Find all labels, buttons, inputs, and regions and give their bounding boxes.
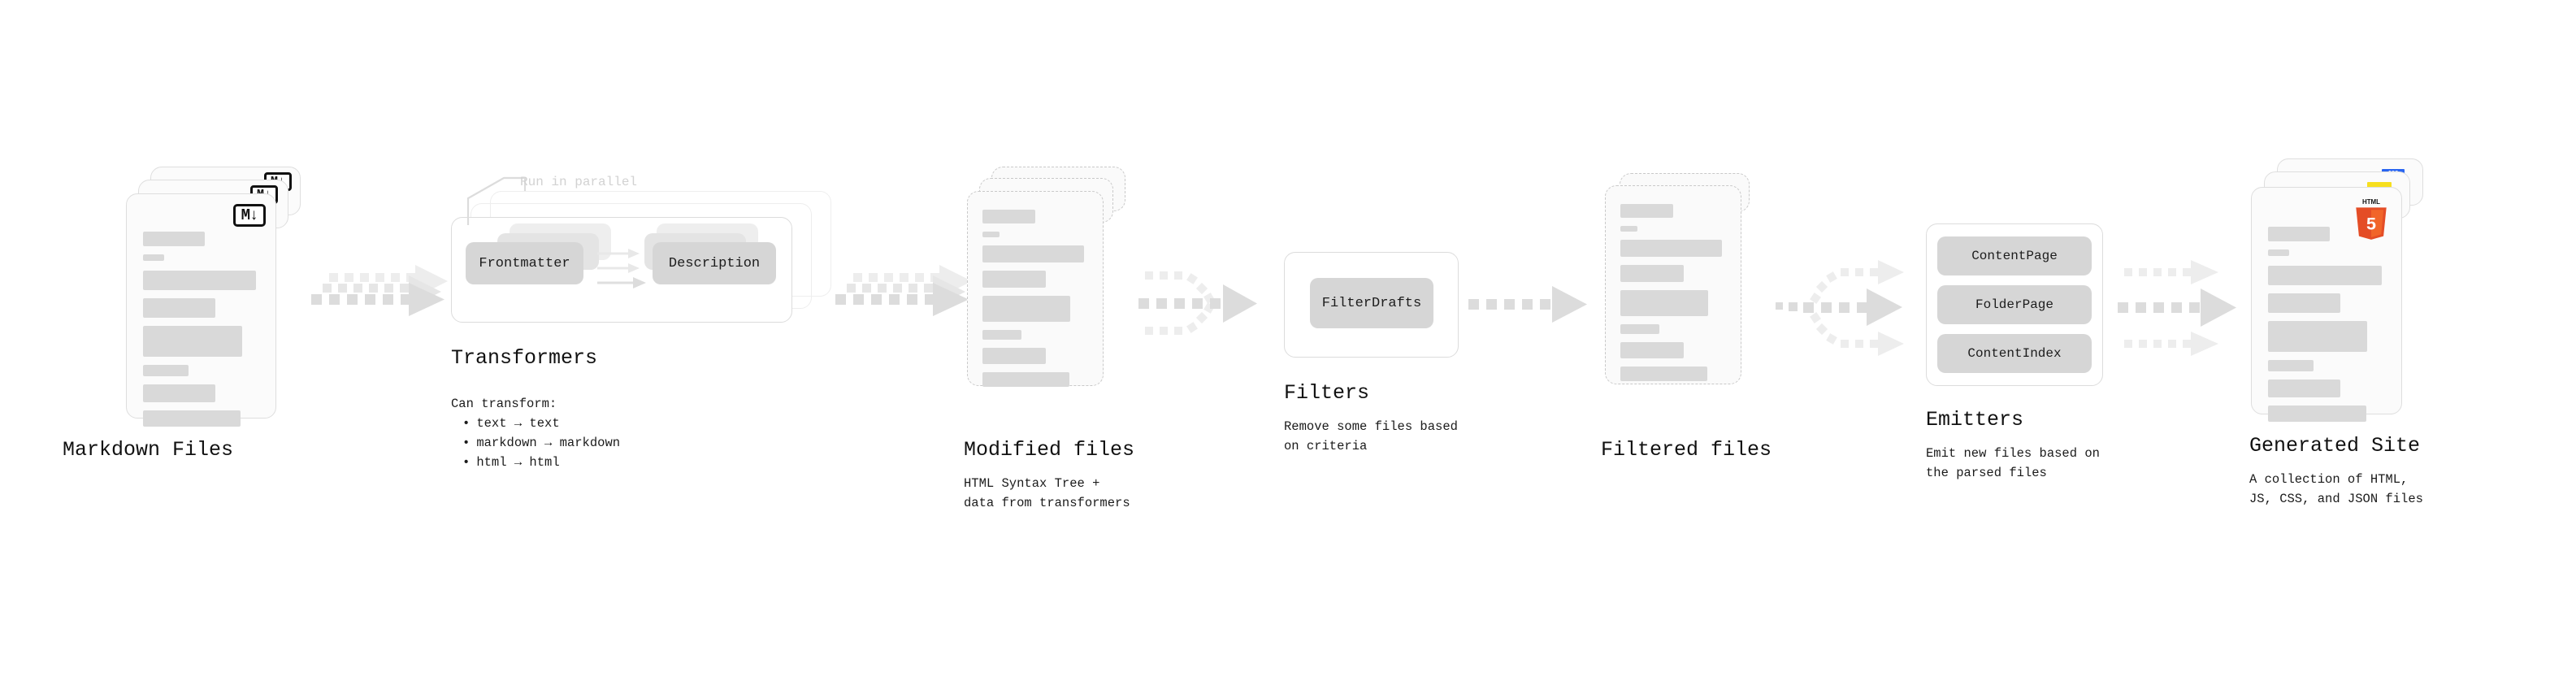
markdown-file-stack: M↓ M↓ M↓ bbox=[126, 167, 301, 427]
filter-chip-filterdrafts[interactable]: FilterDrafts bbox=[1310, 278, 1433, 328]
skeleton-bar bbox=[143, 326, 242, 357]
emitter-chip-folderpage[interactable]: FolderPage bbox=[1937, 285, 2092, 324]
skeleton-bar bbox=[1620, 342, 1684, 358]
connector-filtered-to-emitters bbox=[1776, 260, 1904, 356]
document-card-front: HTML 5 bbox=[2251, 187, 2402, 422]
skeleton-bar bbox=[982, 372, 1069, 387]
filtered-file-stack bbox=[1605, 173, 1767, 417]
skeleton-bar bbox=[982, 271, 1046, 288]
svg-text:HTML: HTML bbox=[2362, 198, 2380, 206]
stage-subtitle-emitters: Emit new files based on the parsed files bbox=[1926, 446, 2100, 481]
skeleton-bar bbox=[143, 254, 164, 261]
document-skeleton bbox=[127, 194, 275, 427]
skeleton-bar bbox=[1620, 324, 1660, 334]
skeleton-bar bbox=[1620, 226, 1637, 232]
run-in-parallel-bracket bbox=[466, 176, 527, 225]
skeleton-bar bbox=[2268, 321, 2368, 352]
transformer-chip-frontmatter[interactable]: Frontmatter bbox=[466, 242, 583, 284]
stage-markdown-files: M↓ M↓ M↓ Markdown Files bbox=[63, 167, 301, 461]
document-skeleton bbox=[968, 192, 1103, 387]
stage-subtitle-modified-files: HTML Syntax Tree + data from transformer… bbox=[964, 476, 1130, 511]
skeleton-bar bbox=[982, 210, 1035, 223]
skeleton-bar bbox=[982, 296, 1070, 322]
stage-modified-files: Modified files HTML Syntax Tree + data f… bbox=[964, 167, 1134, 510]
caption-bullet: markdown → markdown bbox=[462, 433, 620, 453]
caption-head: Can transform: bbox=[451, 397, 557, 411]
document-card-front bbox=[967, 191, 1104, 387]
skeleton-bar bbox=[1620, 367, 1707, 381]
stage-title-modified-files: Modified files bbox=[964, 438, 1135, 462]
stage-title-markdown-files: Markdown Files bbox=[63, 438, 234, 462]
skeleton-bar bbox=[143, 232, 205, 246]
skeleton-bar bbox=[982, 232, 1000, 237]
generated-site-stack: CSS HTML 5 bbox=[2251, 158, 2426, 422]
stage-title-filtered-files: Filtered files bbox=[1601, 438, 1772, 462]
caption-bullet: text → text bbox=[462, 414, 620, 433]
svg-text:5: 5 bbox=[2366, 214, 2376, 234]
skeleton-bar bbox=[2268, 293, 2341, 313]
caption-bullet: html → html bbox=[462, 453, 620, 472]
caption-bullet-list: text → text markdown → markdown html → h… bbox=[451, 414, 620, 472]
skeleton-bar bbox=[1620, 240, 1722, 257]
skeleton-bar bbox=[2268, 406, 2366, 422]
document-skeleton bbox=[1606, 186, 1741, 384]
stage-subtitle-filters: Remove some files based on criteria bbox=[1284, 419, 1458, 454]
skeleton-bar bbox=[1620, 290, 1708, 316]
skeleton-bar bbox=[2268, 249, 2289, 256]
connector-filters-to-filtered bbox=[1468, 286, 1587, 323]
stage-title-generated-site: Generated Site bbox=[2249, 434, 2421, 458]
skeleton-bar bbox=[143, 298, 215, 318]
stage-title-transformers: Transformers bbox=[451, 346, 598, 370]
connector-md-to-transformers bbox=[311, 265, 448, 316]
connector-transformers-to-modified bbox=[835, 265, 972, 316]
html5-icon: HTML 5 bbox=[2353, 197, 2390, 240]
document-card-front: M↓ bbox=[126, 193, 276, 427]
emitter-chip-contentindex[interactable]: ContentIndex bbox=[1937, 334, 2092, 373]
skeleton-bar bbox=[2268, 266, 2382, 285]
skeleton-bar bbox=[2268, 360, 2314, 371]
skeleton-bar bbox=[2268, 227, 2331, 241]
skeleton-bar bbox=[982, 348, 1046, 364]
skeleton-bar bbox=[2268, 380, 2341, 397]
skeleton-bar bbox=[143, 410, 241, 427]
skeleton-bar bbox=[982, 245, 1084, 262]
skeleton-bar bbox=[143, 384, 215, 402]
stage-subtitle-generated-site: A collection of HTML, JS, CSS, and JSON … bbox=[2249, 472, 2423, 507]
stage-title-filters: Filters bbox=[1284, 381, 1370, 405]
stage-filtered-files: Filtered files bbox=[1601, 173, 1772, 461]
skeleton-bar bbox=[1620, 265, 1684, 282]
transformer-inner-arrows bbox=[597, 249, 646, 288]
skeleton-bar bbox=[1620, 204, 1673, 218]
markdown-icon: M↓ bbox=[233, 204, 266, 227]
skeleton-bar bbox=[143, 271, 256, 290]
skeleton-bar bbox=[982, 330, 1022, 340]
run-in-parallel-label: Run in parallel bbox=[520, 175, 638, 189]
transformer-chip-description[interactable]: Description bbox=[653, 242, 776, 284]
document-skeleton bbox=[2252, 188, 2401, 422]
emitter-chip-contentpage[interactable]: ContentPage bbox=[1937, 236, 2092, 275]
document-card-front bbox=[1605, 185, 1741, 384]
connector-modified-to-filters bbox=[1138, 271, 1257, 335]
modified-file-stack bbox=[967, 167, 1130, 419]
transformers-caption: Can transform: text → text markdown → ma… bbox=[451, 394, 620, 472]
stage-title-emitters: Emitters bbox=[1926, 408, 2024, 432]
skeleton-bar bbox=[143, 365, 189, 376]
stage-generated-site: CSS HTML 5 bbox=[2249, 158, 2426, 506]
connector-emitters-to-site bbox=[2118, 260, 2236, 356]
